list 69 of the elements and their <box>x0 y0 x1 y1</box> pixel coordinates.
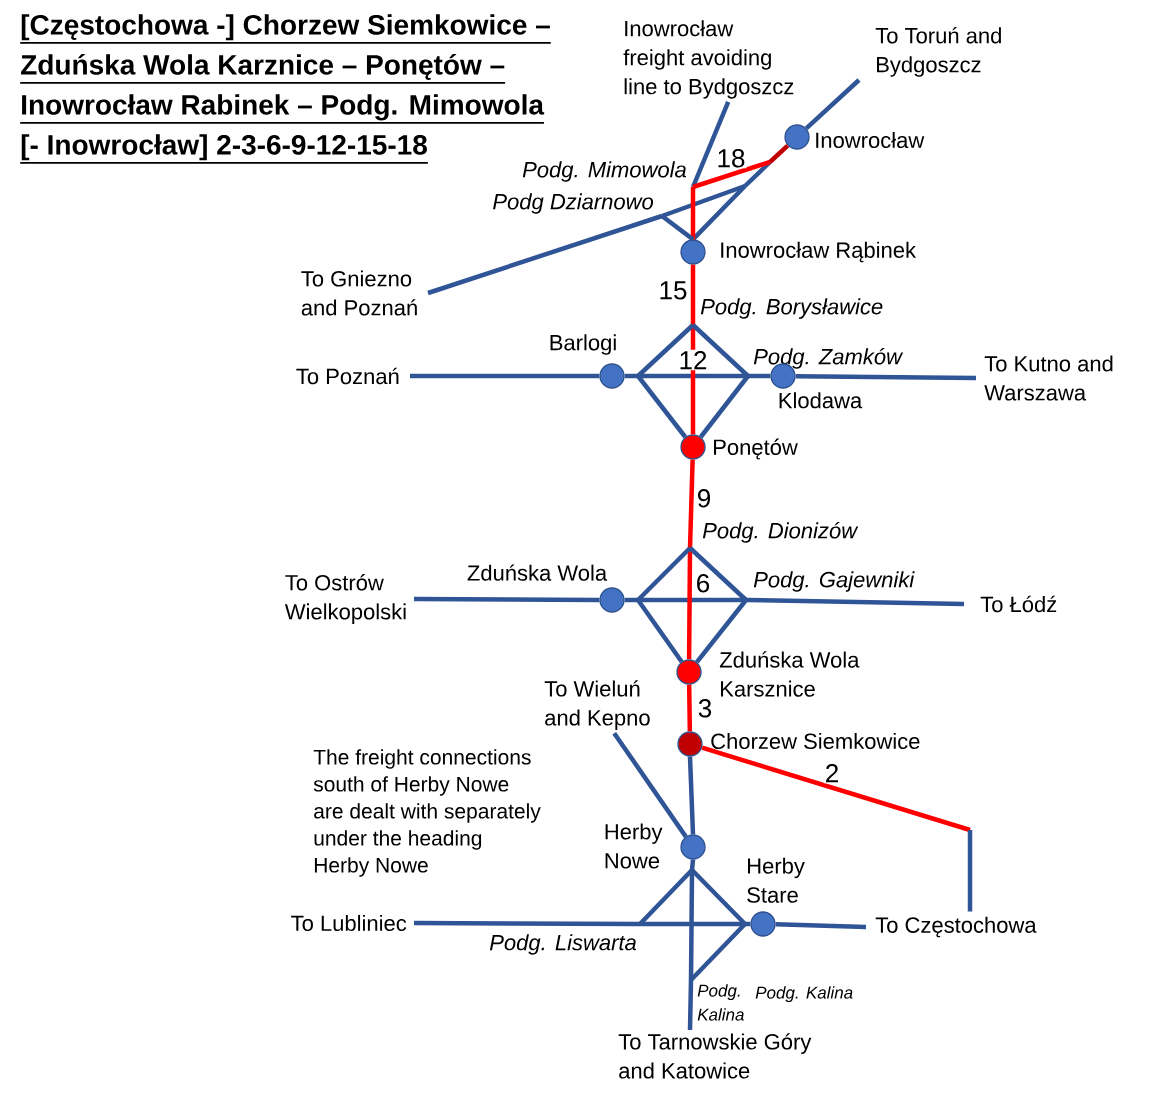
track-line <box>745 597 965 607</box>
junction-label: Podg. Zamków <box>753 348 904 369</box>
track-line <box>689 859 696 871</box>
station-name: Zduńska Wola Karsznice <box>719 651 860 697</box>
station-name: Herby Nowe <box>605 823 663 869</box>
destination-label: To Toruń and Bydgoszcz <box>875 27 1001 77</box>
track-line <box>638 597 746 603</box>
junction-label: Podg. Borysławice <box>700 298 883 319</box>
station-name: Zduńska Wola <box>467 564 608 581</box>
track-line <box>795 373 977 381</box>
junction-label: Podg. Kalina <box>755 986 853 1003</box>
line-label: Inowrocław freight avoiding line to Bydgoszcz <box>623 20 794 99</box>
destination-label: To Tarnowskie Góry and Katowice <box>618 1033 812 1079</box>
track-line <box>638 373 748 379</box>
destination-label: To Lubliniec <box>291 914 407 932</box>
track-line <box>775 922 867 930</box>
station-name: Herby Stare <box>747 857 805 903</box>
segment-number: 9 <box>695 487 713 509</box>
destination-label: To Gniezno and Poznań <box>301 270 417 316</box>
segment-number: 15 <box>657 279 689 301</box>
track-line <box>804 78 861 131</box>
destination-label: To Ostrów Wielkopolski <box>284 574 406 624</box>
station-name: Barlogi <box>550 334 616 355</box>
junction-label: Podg. Kalina <box>697 984 744 1021</box>
track-line <box>427 213 663 296</box>
track-line <box>661 183 746 219</box>
destination-label: To Kutno and Warszawa <box>984 355 1113 401</box>
track-line <box>687 756 696 835</box>
segment-number: 12 <box>677 349 709 371</box>
station-name: Inowrocław Rąbinek <box>721 241 917 263</box>
segment-number: 2 <box>823 762 841 784</box>
title: [Częstochowa -] Chorzew Siemkowice – Zduńska Wola Karznice – Ponętów – Inowrocław Rabinek – Podg. Mimowola [- Inowrocław] 2-3-6-9-12-15-18 <box>19 14 552 161</box>
junction-label: Podg. Mimowola <box>522 161 686 182</box>
segment-number: 3 <box>696 697 714 719</box>
track-line <box>701 745 973 912</box>
junction-label: Podg Dziarnowo <box>493 193 654 214</box>
note-text: The freight connections south of Herby Nowe are dealt with separately under the heading Herby Nowe <box>313 749 541 877</box>
track-line <box>687 979 694 1031</box>
track-line <box>692 159 771 190</box>
junction-label: Podg. Gajewniki <box>753 571 915 592</box>
station-name: Chorzew Siemkowice <box>711 732 920 750</box>
track-line <box>743 160 772 188</box>
track-line <box>414 920 640 927</box>
track-line <box>748 373 771 379</box>
track-line <box>660 214 695 242</box>
track-line <box>688 870 695 981</box>
destination-label: To Poznań <box>296 367 399 385</box>
track-line <box>410 373 600 379</box>
junction-label: Podg. Liswarta <box>489 934 636 955</box>
destination-label: To Częstochowa <box>875 916 1037 938</box>
track-line <box>745 921 751 927</box>
station-name: Ponętów <box>714 438 798 460</box>
track-line <box>690 264 696 325</box>
destination-label: To Łódź <box>980 595 1057 613</box>
station-name: Klodawa <box>779 392 863 409</box>
track-line <box>690 187 696 240</box>
track-line <box>768 143 790 164</box>
track-line <box>612 731 688 838</box>
track-line <box>686 684 693 732</box>
station-name: Inowrocław <box>816 131 925 149</box>
junction-label: Podg. Dionizów <box>702 522 859 543</box>
track-line <box>691 184 747 241</box>
destination-label: To Wieluń and Kepno <box>544 680 650 730</box>
track-line <box>414 596 600 603</box>
track-line <box>690 101 731 188</box>
segment-number: 6 <box>694 572 712 594</box>
segment-number: 18 <box>715 147 747 169</box>
track-line <box>687 459 695 549</box>
track-line <box>624 597 638 603</box>
